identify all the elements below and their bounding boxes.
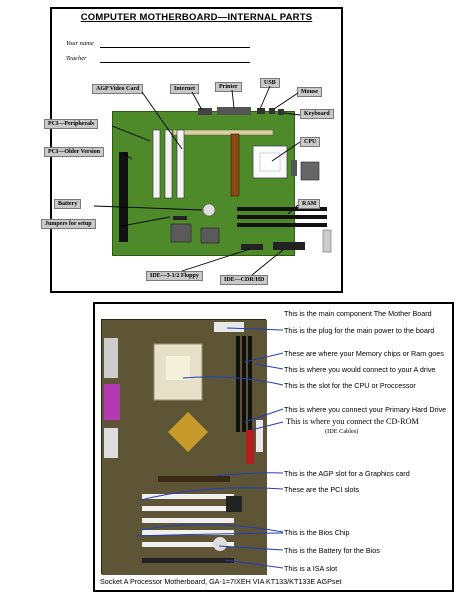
description-memory: These are where your Memory chips or Ram…: [284, 349, 444, 358]
description-isa-slot: This is a ISA slot: [284, 564, 338, 573]
printer-port: [217, 107, 251, 115]
description-a-drive: This is where you would connect to your …: [284, 365, 436, 374]
label-ide-cdr-hd: IDE—CDR/HD: [220, 275, 269, 285]
description-bios-chip: This is the Bios Chip: [284, 528, 350, 537]
pci-slot: [142, 542, 234, 547]
teacher-field[interactable]: [100, 62, 250, 63]
motherboard-diagram: [112, 107, 332, 256]
pci-slot: [142, 530, 234, 535]
pci-slot: [176, 129, 185, 199]
ide-connector: [273, 242, 305, 250]
description-primary-hard-drive: This is where you connect your Primary H…: [284, 405, 447, 414]
description-ide-cables: (IDE Cables): [325, 428, 359, 435]
worksheet-panel: COMPUTER MOTHERBOARD—INTERNAL PARTS Your…: [41, 7, 343, 293]
pci-slot: [142, 494, 234, 499]
keyboard-port: [278, 109, 284, 115]
jumper-block: [173, 216, 187, 220]
mouse-port: [269, 108, 275, 114]
label-agp-video-card: AGP Video Card: [92, 84, 144, 94]
motherboard-drawing: [119, 107, 332, 253]
description-power-plug: This is the plug for the main power to t…: [284, 326, 435, 335]
motherboard-photo-drawing: [102, 320, 267, 575]
chipset-heatsink: [168, 412, 208, 452]
floppy-connector: [256, 420, 263, 452]
isa-slot: [119, 152, 128, 242]
memory-slot: [236, 336, 240, 432]
ram-slot: [237, 223, 327, 227]
description-mother-board: This is the main component The Mother Bo…: [284, 309, 432, 318]
ram-slot: [237, 207, 327, 211]
primary-ide: [246, 430, 254, 464]
isa-slot: [142, 558, 234, 563]
label-ide-floppy: IDE—3-1/2 Floppy: [146, 271, 203, 281]
reference-leader-lines: [134, 327, 284, 569]
photo-caption: Socket A Processor Motherboard, GA-1=7IX…: [100, 577, 342, 586]
description-pci-slots: These are the PCI slots: [284, 485, 360, 494]
name-label: Your name: [66, 40, 94, 47]
usb-port: [257, 108, 265, 114]
agp-slot: [230, 133, 240, 197]
ram-slot: [237, 215, 327, 219]
label-jumpers-for-setup: Jumpers for setup: [41, 219, 96, 229]
memory-slot: [242, 336, 246, 432]
bios-battery: [213, 537, 227, 551]
pci-slot: [142, 506, 234, 511]
motherboard-photo: [101, 319, 267, 575]
bios-chip: [226, 496, 242, 512]
description-cpu-slot: This is the slot for the CPU or Proccess…: [284, 381, 416, 390]
label-ram: RAM: [298, 199, 321, 209]
label-cpu: CPU: [300, 137, 321, 147]
label-pci-older-version: PCI—Older Version: [44, 147, 105, 157]
description-cd-rom: This is where you connect the CD-ROM: [286, 417, 419, 426]
description-agp-slot: This is the AGP slot for a Graphics card: [284, 469, 410, 478]
internet-port: [198, 108, 212, 115]
floppy-connector: [241, 244, 263, 250]
name-field[interactable]: [100, 47, 250, 48]
label-battery: Battery: [54, 199, 82, 209]
label-internet: Internet: [170, 84, 199, 94]
battery-icon: [202, 203, 216, 217]
pci-slot: [152, 129, 161, 199]
description-bios-battery: This is the Battery for the Bios: [284, 546, 380, 555]
pci-slot: [142, 518, 234, 523]
worksheet-title: COMPUTER MOTHERBOARD—INTERNAL PARTS: [80, 12, 313, 23]
label-printer: Printer: [215, 82, 242, 92]
label-pci-peripherals: PCI—Peripherals: [44, 119, 98, 129]
label-keyboard: Keyboard: [300, 109, 334, 119]
memory-slot: [248, 336, 252, 432]
worksheet-leader-lines: [93, 85, 301, 276]
label-mouse: Mouse: [297, 87, 322, 97]
reference-panel: This is the main component The Mother Bo…: [93, 302, 454, 592]
agp-slot: [158, 476, 230, 482]
teacher-label: Teacher: [66, 55, 87, 62]
